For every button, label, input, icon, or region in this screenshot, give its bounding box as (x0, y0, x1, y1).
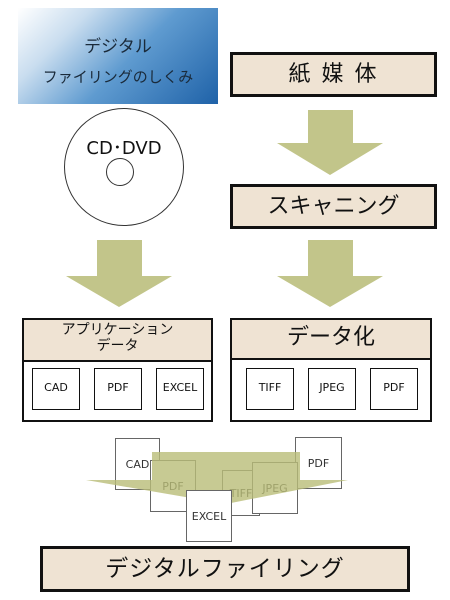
title-line-2: ファイリングのしくみ (42, 68, 194, 86)
title-line-1: デジタル (84, 37, 152, 57)
application-data-group: アプリケーション データ CAD PDF EXCEL (22, 318, 213, 422)
digital-filing-result-box: デジタルファイリング (40, 546, 410, 592)
doc-pdf-2: PDF (370, 368, 418, 410)
title-banner: デジタル ファイリングのしくみ (18, 8, 218, 104)
doc-cad: CAD (32, 368, 80, 410)
paper-media-box: 紙 媒 体 (230, 52, 437, 97)
arrow-disc-to-app (66, 240, 172, 307)
cd-center-hole (106, 158, 134, 186)
scanning-box: スキャニング (230, 184, 437, 229)
application-data-header: アプリケーション データ (24, 320, 211, 362)
doc-jpeg: JPEG (308, 368, 356, 410)
merge-doc-excel: EXCEL (186, 490, 232, 542)
digitized-data-header: データ化 (232, 320, 430, 360)
doc-tiff: TIFF (246, 368, 294, 410)
cd-dvd-label: CD･DVD (86, 138, 162, 159)
digitized-data-group: データ化 TIFF JPEG PDF (230, 318, 432, 422)
application-data-title-line-1: アプリケーション (61, 322, 174, 338)
arrow-scan-to-data (277, 240, 383, 307)
doc-excel: EXCEL (156, 368, 204, 410)
doc-pdf: PDF (94, 368, 142, 410)
arrow-paper-to-scan (277, 110, 383, 175)
merge-arrow-shape (86, 452, 348, 504)
application-data-title-line-2: データ (96, 338, 139, 354)
